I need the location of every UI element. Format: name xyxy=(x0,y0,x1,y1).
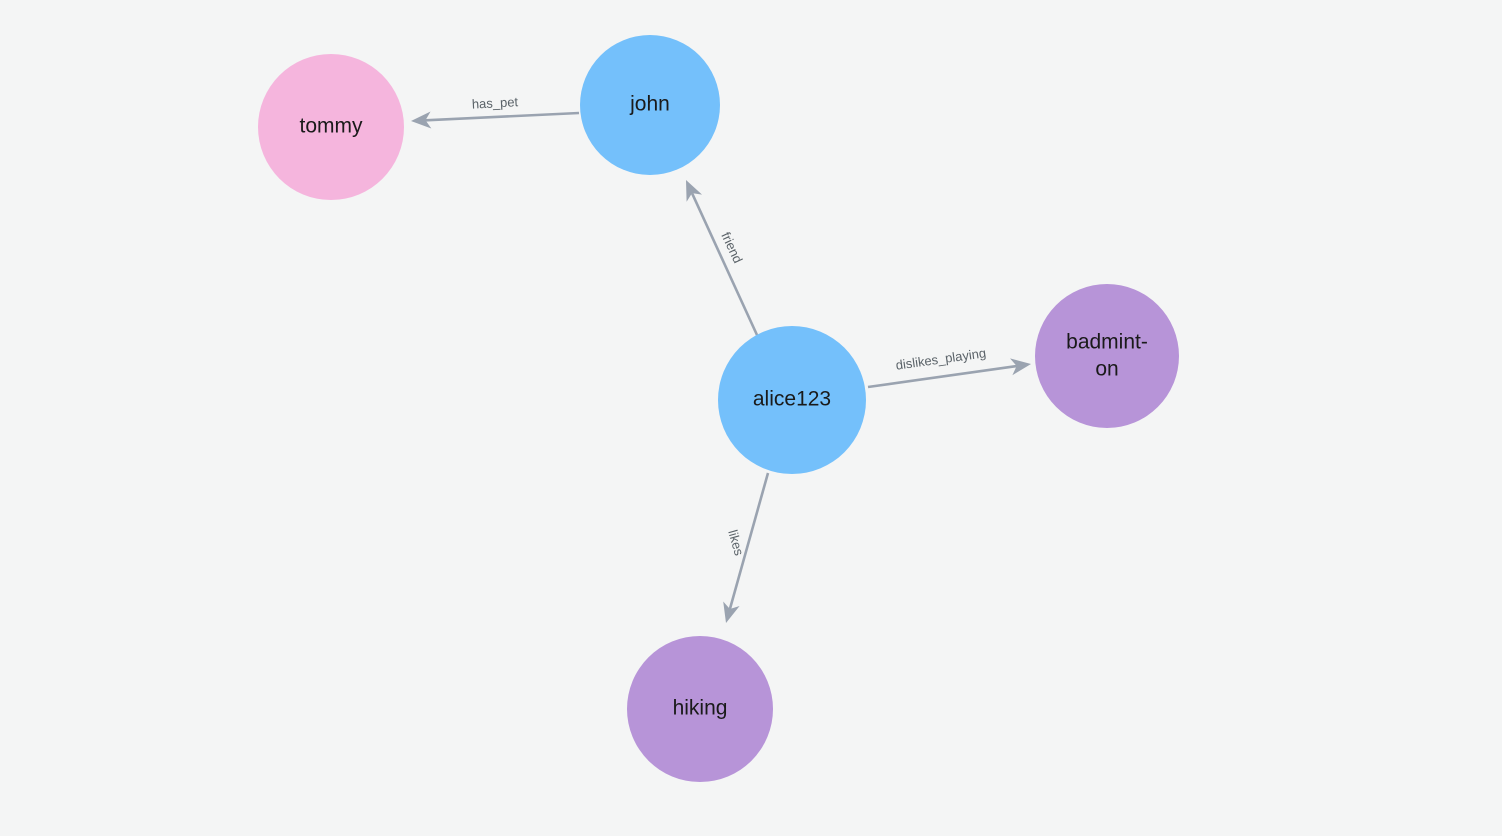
edge-label: likes xyxy=(725,528,747,558)
edge-line xyxy=(728,472,770,610)
edge-label: dislikes_playing xyxy=(895,345,987,373)
graph-node-alice123[interactable]: alice123 xyxy=(718,326,866,474)
node-circle[interactable] xyxy=(627,636,773,782)
node-circle[interactable] xyxy=(1035,284,1179,428)
edge-line xyxy=(425,111,580,122)
edge-line xyxy=(690,192,759,336)
graph-node-john[interactable]: john xyxy=(580,35,720,175)
edge-arrowhead xyxy=(1010,358,1031,376)
node-circle[interactable] xyxy=(580,35,720,175)
node-circle[interactable] xyxy=(258,54,404,200)
edge-arrowhead xyxy=(411,111,432,129)
graph-node-hiking[interactable]: hiking xyxy=(627,636,773,782)
edge-arrowhead xyxy=(723,601,740,623)
graph-edge[interactable]: likes xyxy=(723,472,770,623)
nodes-layer: tommy john alice123 badmint-on hiking xyxy=(258,35,1179,782)
graph-edge[interactable]: has_pet xyxy=(411,94,580,129)
graph-node-badminton[interactable]: badmint-on xyxy=(1035,284,1179,428)
graph-edge[interactable]: friend xyxy=(686,180,759,336)
edge-label: has_pet xyxy=(471,94,518,111)
edge-arrowhead xyxy=(686,180,703,202)
graph-node-tommy[interactable]: tommy xyxy=(258,54,404,200)
node-circle[interactable] xyxy=(718,326,866,474)
edge-line xyxy=(867,364,1017,389)
graph-edge[interactable]: dislikes_playing xyxy=(867,345,1031,389)
